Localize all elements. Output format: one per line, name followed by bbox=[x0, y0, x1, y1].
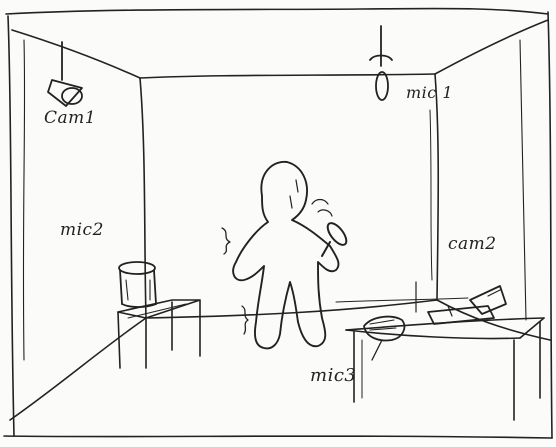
frame-bottom bbox=[4, 436, 552, 438]
microphone-1-label: mic 1 bbox=[406, 85, 453, 101]
microphone-2-icon bbox=[119, 262, 156, 307]
microphone-3-label: mic3 bbox=[310, 367, 356, 385]
camera-2-icon bbox=[416, 282, 506, 324]
wall-stroke-2 bbox=[520, 40, 526, 320]
microphone-2-label: mic2 bbox=[60, 222, 104, 239]
microphone-3-icon bbox=[364, 317, 404, 360]
floor-edge-left bbox=[10, 318, 146, 420]
frame-top bbox=[6, 9, 548, 14]
ceiling-edge-right bbox=[435, 20, 548, 74]
right-table bbox=[336, 298, 544, 420]
frame-right bbox=[548, 12, 552, 438]
camera-2-label: cam2 bbox=[448, 236, 497, 253]
left-table bbox=[118, 300, 200, 368]
ceiling-edge-left bbox=[12, 30, 140, 78]
frame-left bbox=[8, 16, 14, 436]
back-wall-top bbox=[140, 74, 435, 78]
microphone-1-icon bbox=[370, 26, 392, 100]
wall-stroke-1 bbox=[23, 40, 24, 360]
back-wall-right bbox=[435, 74, 438, 300]
back-wall-left bbox=[140, 78, 146, 318]
motion-lines bbox=[222, 228, 248, 334]
wall-stroke-3 bbox=[430, 110, 432, 280]
camera-1-label: Cam1 bbox=[44, 110, 96, 127]
